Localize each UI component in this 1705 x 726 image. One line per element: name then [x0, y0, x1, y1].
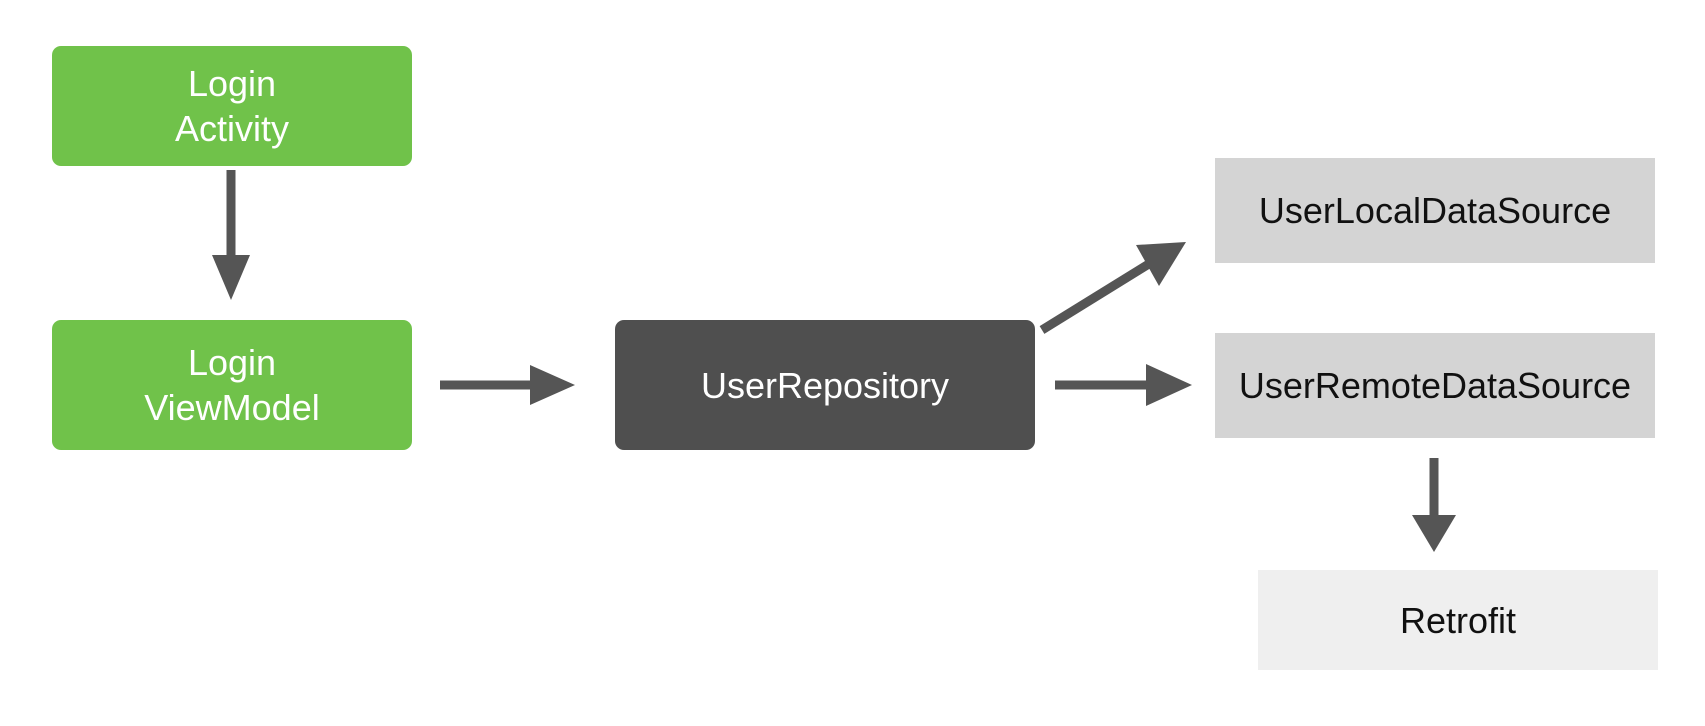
node-login-viewmodel-label: Login ViewModel: [144, 342, 320, 428]
arrow-repository-to-local: [1039, 242, 1186, 334]
node-login-viewmodel[interactable]: Login ViewModel: [52, 320, 412, 450]
node-retrofit[interactable]: Retrofit: [1258, 570, 1658, 670]
node-user-remote-data-source[interactable]: UserRemoteDataSource: [1215, 333, 1655, 438]
node-user-remote-data-source-label: UserRemoteDataSource: [1238, 365, 1632, 406]
arrow-activity-to-viewmodel: [212, 170, 250, 300]
node-user-repository[interactable]: UserRepository: [615, 320, 1035, 450]
node-login-activity[interactable]: Login Activity: [52, 46, 412, 166]
arrow-viewmodel-to-repository: [440, 365, 575, 405]
node-login-activity-label: Login Activity: [174, 63, 289, 149]
node-user-local-data-source-label: UserLocalDataSource: [1258, 190, 1612, 231]
node-user-local-data-source[interactable]: UserLocalDataSource: [1215, 158, 1655, 263]
arrow-remote-to-retrofit: [1412, 458, 1456, 552]
arrow-repository-to-remote: [1055, 364, 1192, 406]
node-retrofit-label: Retrofit: [1399, 599, 1517, 641]
node-user-repository-label: UserRepository: [700, 364, 950, 406]
